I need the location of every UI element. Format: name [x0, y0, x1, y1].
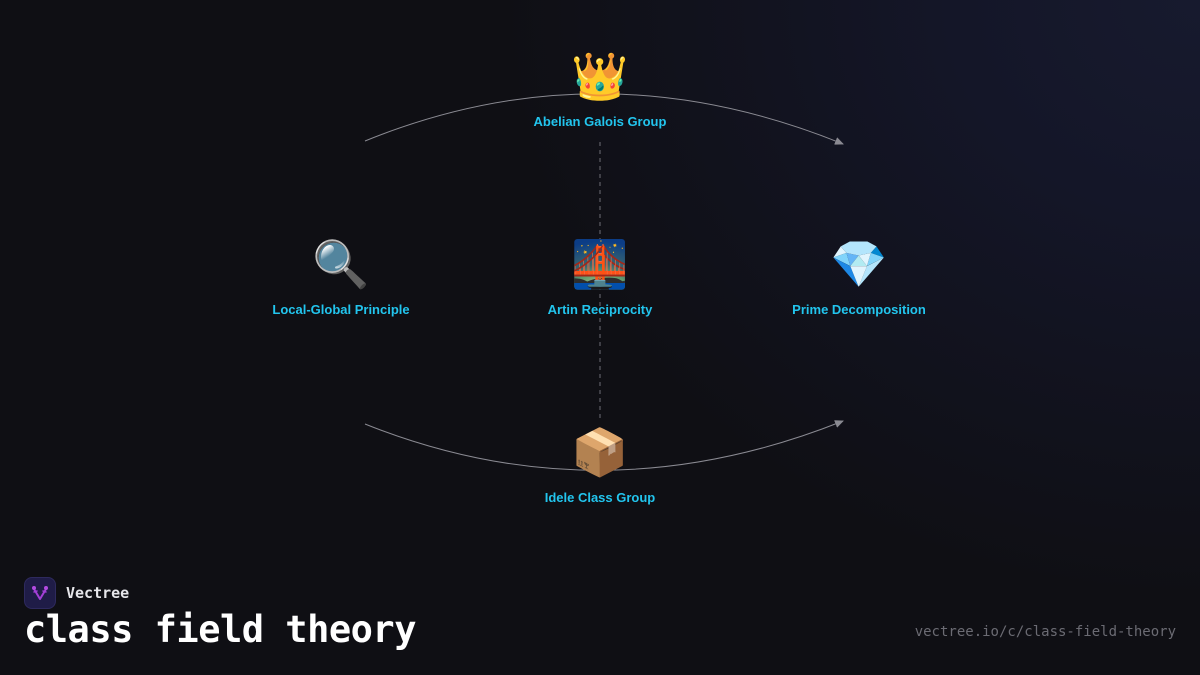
crown-icon: 👑	[571, 49, 629, 103]
node-prime-decomposition[interactable]: 💎 Prime Decomposition	[749, 236, 969, 317]
node-label: Abelian Galois Group	[533, 114, 667, 129]
page-url[interactable]: vectree.io/c/class-field-theory	[914, 624, 1176, 640]
node-label: Idele Class Group	[544, 490, 656, 505]
package-icon: 📦	[571, 425, 629, 479]
magnifying-glass-icon: 🔍	[312, 237, 370, 291]
node-label: Artin Reciprocity	[547, 302, 653, 317]
page-title: class field theory	[24, 608, 416, 651]
vectree-logo-icon	[24, 577, 56, 609]
brand-name: Vectree	[66, 584, 130, 602]
gem-icon: 💎	[830, 237, 888, 291]
node-idele-class-group[interactable]: 📦 Idele Class Group	[490, 424, 710, 505]
brand: Vectree	[24, 577, 129, 609]
edge-bottom-arc	[364, 420, 844, 471]
bridge-at-night-icon: 🌉	[571, 237, 629, 291]
node-label: Local-Global Principle	[272, 302, 410, 317]
node-abelian-galois-group[interactable]: 👑 Abelian Galois Group	[490, 48, 710, 129]
edge-top-arc	[364, 93, 844, 145]
node-local-global-principle[interactable]: 🔍 Local-Global Principle	[231, 236, 451, 317]
node-artin-reciprocity[interactable]: 🌉 Artin Reciprocity	[490, 236, 710, 317]
node-label: Prime Decomposition	[792, 302, 926, 317]
